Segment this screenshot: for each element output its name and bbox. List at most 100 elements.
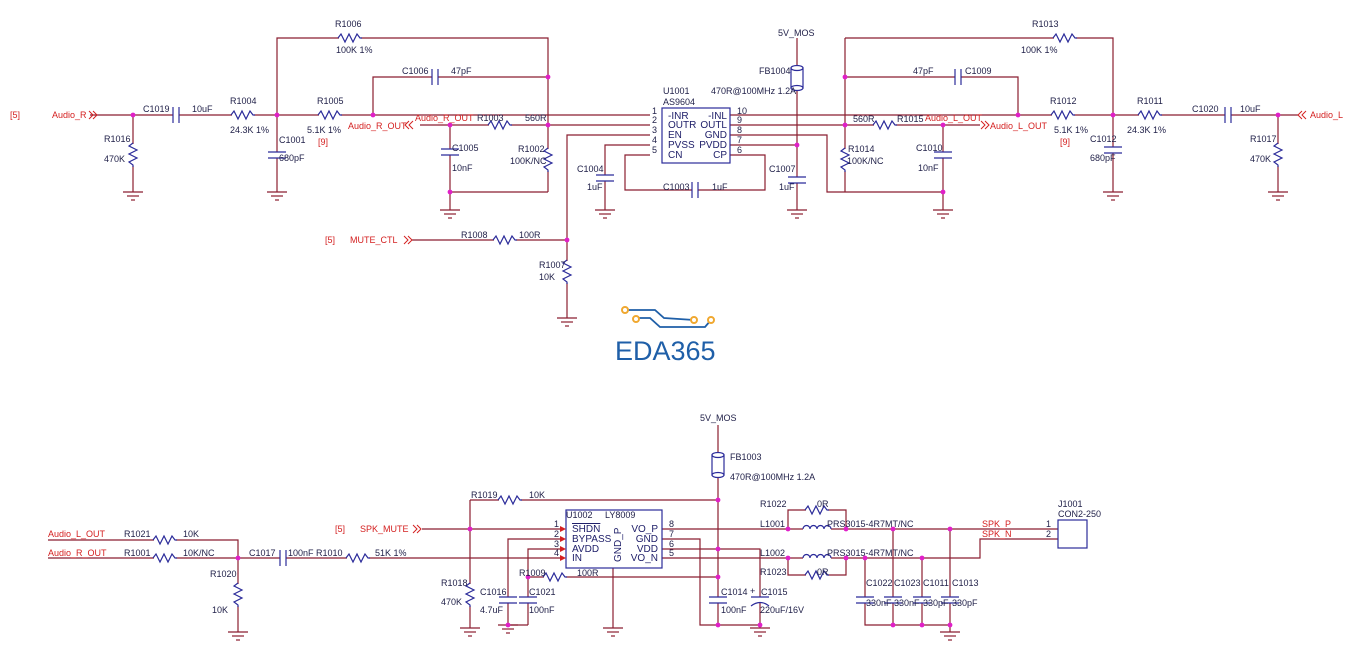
resistor-R1013[interactable]	[1052, 32, 1077, 44]
0-num-label: 1	[652, 106, 657, 116]
net-label-audio-l-out: Audio_L_OUT	[48, 529, 106, 539]
net-port-chevron-icon	[404, 120, 414, 130]
r1015-value-label: 560R	[853, 114, 875, 124]
resistor-R1016[interactable]	[127, 142, 139, 167]
resistor-R1010[interactable]	[345, 552, 370, 564]
net-label-audio-r: Audio_R	[52, 110, 87, 120]
capacitor-C1011[interactable]	[913, 596, 931, 604]
resistor-zigzag	[345, 552, 370, 564]
resistor-R1006[interactable]	[337, 32, 362, 44]
logo-pad	[632, 315, 640, 323]
junction-dot	[235, 555, 241, 561]
capacitor-C1001[interactable]	[268, 151, 286, 159]
r1013-value-label: 100K 1%	[1021, 45, 1058, 55]
junction-dot	[715, 497, 721, 503]
resistor-R1007[interactable]	[561, 259, 573, 284]
junction-dot	[794, 142, 800, 148]
capacitor-C1015[interactable]	[750, 596, 770, 607]
ferrite-bead-FB1003[interactable]	[711, 451, 725, 479]
1-num-label: 2	[554, 529, 559, 539]
c1013-value-label: 330pF	[952, 598, 978, 608]
r1007-ref-label: R1007	[539, 260, 566, 270]
capacitor-C1021[interactable]	[519, 596, 537, 604]
r1011-ref-label: R1011	[1137, 96, 1163, 106]
resistor-R1019[interactable]	[497, 494, 522, 506]
net-port-chevron-icon	[88, 110, 98, 120]
resistor-R1023[interactable]	[804, 569, 829, 581]
capacitor-C1007[interactable]	[788, 176, 806, 184]
resistor-zigzag	[872, 119, 897, 131]
c1009-ref-label: C1009	[965, 66, 992, 76]
connector-j1001[interactable]	[1057, 519, 1088, 549]
resistor-R1012[interactable]	[1050, 109, 1075, 121]
resistor-R1005[interactable]	[317, 109, 342, 121]
junction-dot	[785, 555, 791, 561]
resistor-R1001[interactable]	[152, 552, 177, 564]
junction-dot	[715, 574, 721, 580]
r1009-value-label: 100R	[577, 568, 599, 578]
junction-dot	[467, 526, 473, 532]
r1021-value-label: 10K	[183, 529, 199, 539]
fb1003-value-label: 470R@100MHz 1.2A	[730, 472, 815, 482]
r1017-value-label: 470K	[1250, 154, 1271, 164]
0-name-label: -INR	[668, 111, 689, 122]
inductor-L1002[interactable]	[802, 553, 832, 560]
ferrite-bead-FB1004[interactable]	[790, 64, 804, 92]
junction-dot	[842, 74, 848, 80]
capacitor-C1017[interactable]	[279, 550, 287, 566]
r1008-value-label: 100R	[519, 230, 541, 240]
capacitor-C1019[interactable]	[172, 107, 180, 123]
junctions	[130, 74, 1281, 628]
r1005-ref-label: R1005	[317, 96, 344, 106]
capacitor-C1014[interactable]	[709, 596, 727, 604]
resistor-R1004[interactable]	[230, 109, 255, 121]
resistor-R1021[interactable]	[152, 534, 177, 546]
junction-dot	[947, 526, 953, 532]
resistor-zigzag	[464, 582, 476, 607]
capacitor-C1023[interactable]	[884, 596, 902, 604]
capacitor-C1003[interactable]	[691, 182, 699, 198]
capacitor-C1013[interactable]	[941, 596, 959, 604]
resistor-R1002[interactable]	[542, 147, 554, 172]
junction-dot	[130, 112, 136, 118]
inductor-L1001[interactable]	[802, 524, 832, 531]
resistor-R1022[interactable]	[804, 504, 829, 516]
capacitor-C1010[interactable]	[934, 151, 952, 159]
resistor-R1017[interactable]	[1272, 142, 1284, 167]
capacitor-C1016[interactable]	[499, 596, 517, 604]
r1012-ref-label: R1012	[1050, 96, 1077, 106]
r1005-value-label: 5.1K 1%	[307, 125, 341, 135]
capacitor-C1005[interactable]	[441, 148, 459, 156]
resistor-R1020[interactable]	[232, 582, 244, 607]
c1003-ref-label: C1003	[663, 182, 690, 192]
resistor-R1014[interactable]	[839, 147, 851, 172]
1-name-label: OUTR	[668, 120, 696, 131]
junction-dot	[842, 122, 848, 128]
r1004-ref-label: R1004	[230, 96, 257, 106]
resistor-R1011[interactable]	[1137, 109, 1162, 121]
4-num-label: 6	[737, 145, 742, 155]
ic-u1002[interactable]	[565, 509, 663, 569]
net-label-spk-p: SPK_P	[982, 519, 1011, 529]
capacitor-C1006[interactable]	[431, 69, 439, 85]
resistor-zigzag	[487, 119, 512, 131]
r1008-ref-label: R1008	[461, 230, 488, 240]
resistor-zigzag	[1137, 109, 1162, 121]
wire	[604, 144, 650, 210]
capacitor-C1004[interactable]	[596, 174, 614, 182]
junction-dot	[505, 622, 511, 628]
junction-dot	[564, 237, 570, 243]
resistor-R1009[interactable]	[542, 571, 567, 583]
ic-u1001[interactable]	[661, 107, 731, 164]
capacitor-C1009[interactable]	[954, 69, 962, 85]
resistor-R1018[interactable]	[464, 582, 476, 607]
resistor-R1008[interactable]	[492, 234, 517, 246]
resistor-R1015[interactable]	[872, 119, 897, 131]
resistor-R1003[interactable]	[487, 119, 512, 131]
capacitor-C1012[interactable]	[1104, 146, 1122, 154]
capacitor-C1020[interactable]	[1224, 107, 1232, 123]
capacitor-C1022[interactable]	[856, 596, 874, 604]
4-num-label: 5	[652, 145, 657, 155]
r1018-value-label: 470K	[441, 597, 462, 607]
